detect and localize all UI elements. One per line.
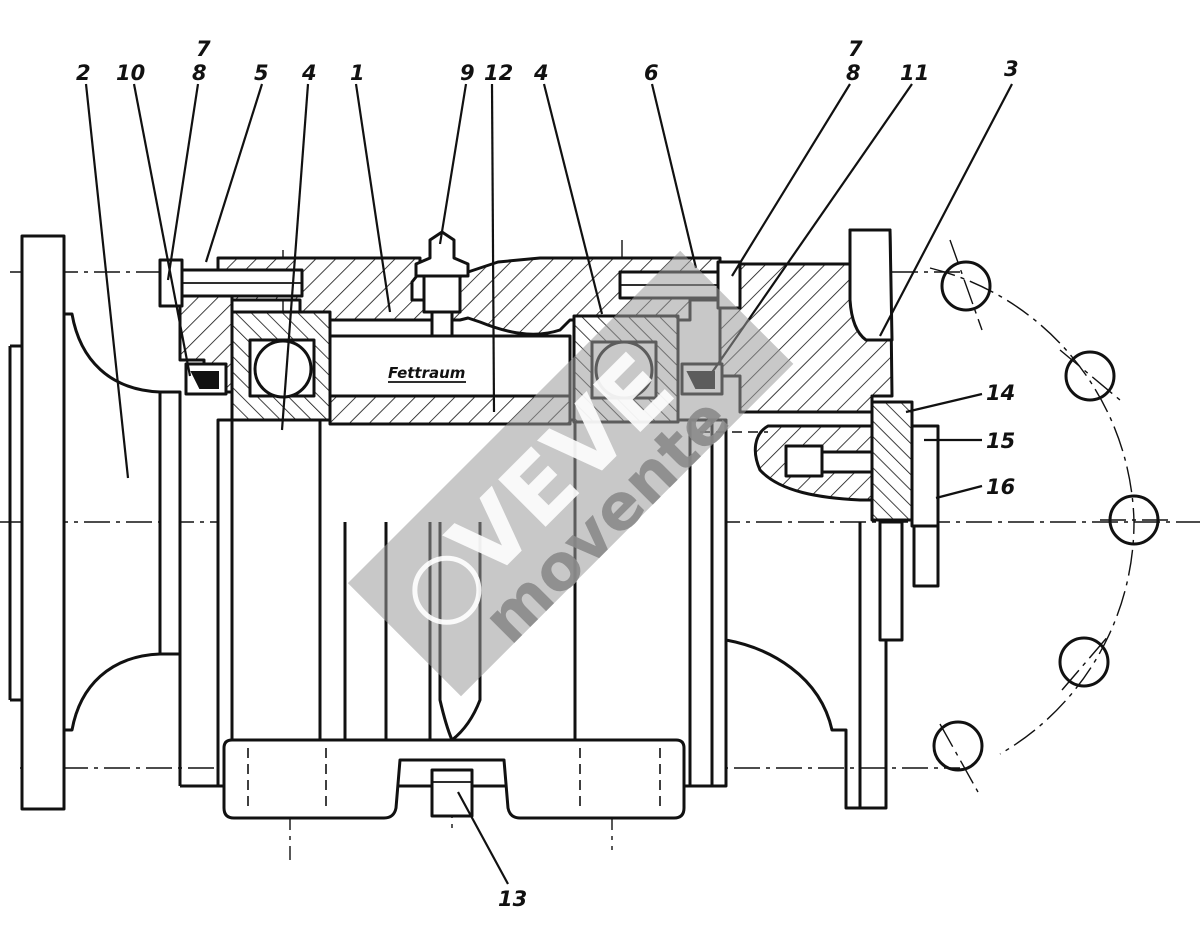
label-5: 5 (254, 61, 269, 85)
right-hub (724, 520, 904, 810)
label-8-right: 8 (846, 61, 861, 85)
label-8-left: 8 (192, 61, 207, 85)
label-10: 10 (116, 61, 145, 85)
bolt-circle (929, 239, 1170, 793)
grease-nipple (414, 230, 470, 338)
left-bearing (230, 310, 332, 422)
fettraum-label: Fettraum (388, 364, 465, 382)
label-11: 11 (900, 61, 929, 85)
end-cap (700, 400, 940, 588)
watermark-logo-icon (412, 555, 482, 625)
label-4-left: 4 (301, 61, 317, 85)
label-16: 16 (986, 475, 1015, 499)
label-7-right: 7 (848, 37, 863, 61)
label-3: 3 (1004, 57, 1019, 81)
leader-lines (84, 83, 1013, 885)
label-2: 2 (76, 61, 91, 85)
left-flange (8, 234, 218, 811)
label-7-left: 7 (196, 37, 211, 61)
label-13: 13 (498, 887, 527, 911)
label-15: 15 (986, 429, 1015, 453)
part-labels: 2 10 7 8 5 4 1 9 12 4 6 7 8 11 3 14 15 1… (76, 37, 1019, 911)
label-12: 12 (484, 61, 513, 85)
label-4-right: 4 (533, 61, 549, 85)
label-6: 6 (644, 61, 659, 85)
label-9: 9 (460, 61, 475, 85)
label-1: 1 (350, 61, 365, 85)
label-14: 14 (986, 381, 1015, 405)
